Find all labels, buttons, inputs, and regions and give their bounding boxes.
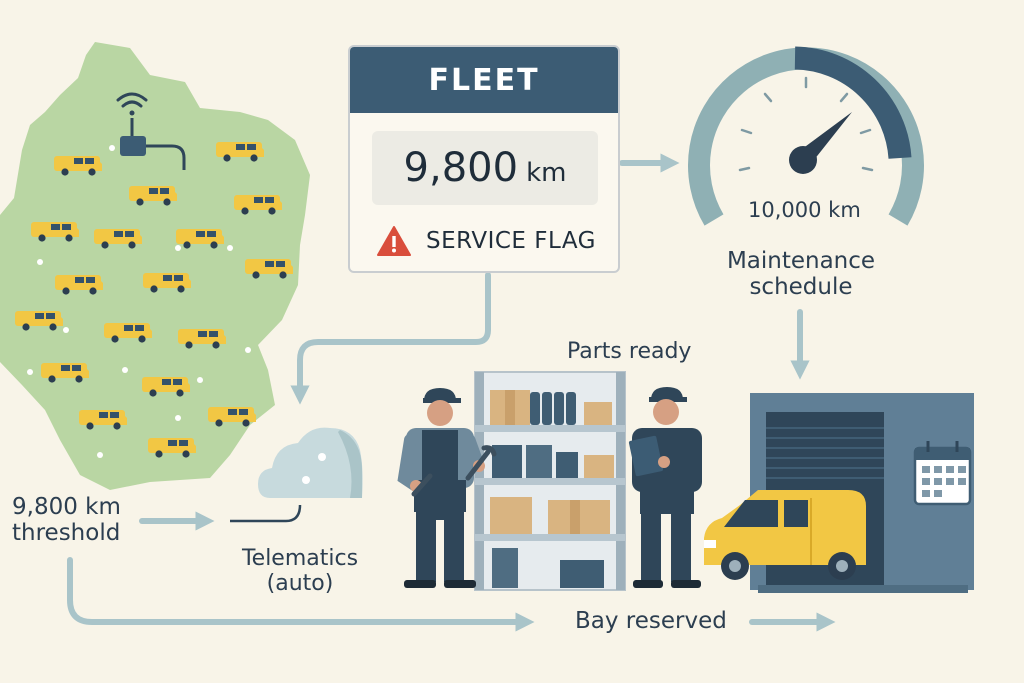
cloud-connector-line <box>230 504 302 523</box>
mechanic-with-clipboard <box>628 387 702 588</box>
service-van <box>704 490 866 580</box>
maintenance-schedule-label: Maintenance schedule <box>720 248 882 301</box>
fleet-title: FLEET <box>350 47 618 113</box>
gauge-value-label: 10,000 km <box>748 198 861 222</box>
calendar-icon <box>913 441 972 506</box>
fleet-mileage-unit: km <box>526 158 567 188</box>
threshold-line2: threshold <box>12 520 121 547</box>
parts-ready-label: Parts ready <box>567 339 692 364</box>
bay-reserved-label: Bay reserved <box>575 608 727 634</box>
telematics-line2: (auto) <box>266 571 334 597</box>
wrench-icon <box>411 445 497 497</box>
threshold-line1: 9,800 km <box>12 494 121 520</box>
wifi-signal-icon <box>116 92 148 116</box>
parts-shelf <box>474 371 626 591</box>
map-dots <box>27 145 251 458</box>
service-flag-label: SERVICE FLAG <box>426 228 596 254</box>
telematics-label: Telematics (auto) <box>234 546 366 597</box>
fleet-mileage-value: 9,800 <box>403 145 519 191</box>
telematics-line1: Telematics <box>241 546 359 571</box>
fleet-mileage-display: 9,800 km <box>372 131 598 205</box>
maintenance-schedule-line1: Maintenance <box>726 248 876 274</box>
threshold-label: 9,800 km threshold <box>12 494 121 547</box>
clipboard-icon <box>628 435 664 477</box>
service-flag: SERVICE FLAG <box>376 221 596 261</box>
speedometer-gauge-icon <box>688 46 924 226</box>
fleet-card: FLEET 9,800 km SERVICE FLAG <box>348 45 620 273</box>
cloud-icon <box>258 427 363 498</box>
telematics-device-icon <box>120 118 186 170</box>
mechanic-with-wrench <box>397 388 497 588</box>
arrow-card-to-cloud <box>290 272 491 405</box>
arrow-threshold-to-bay <box>67 557 535 632</box>
warning-triangle-icon <box>377 226 411 256</box>
maintenance-schedule-line2: schedule <box>749 274 853 301</box>
